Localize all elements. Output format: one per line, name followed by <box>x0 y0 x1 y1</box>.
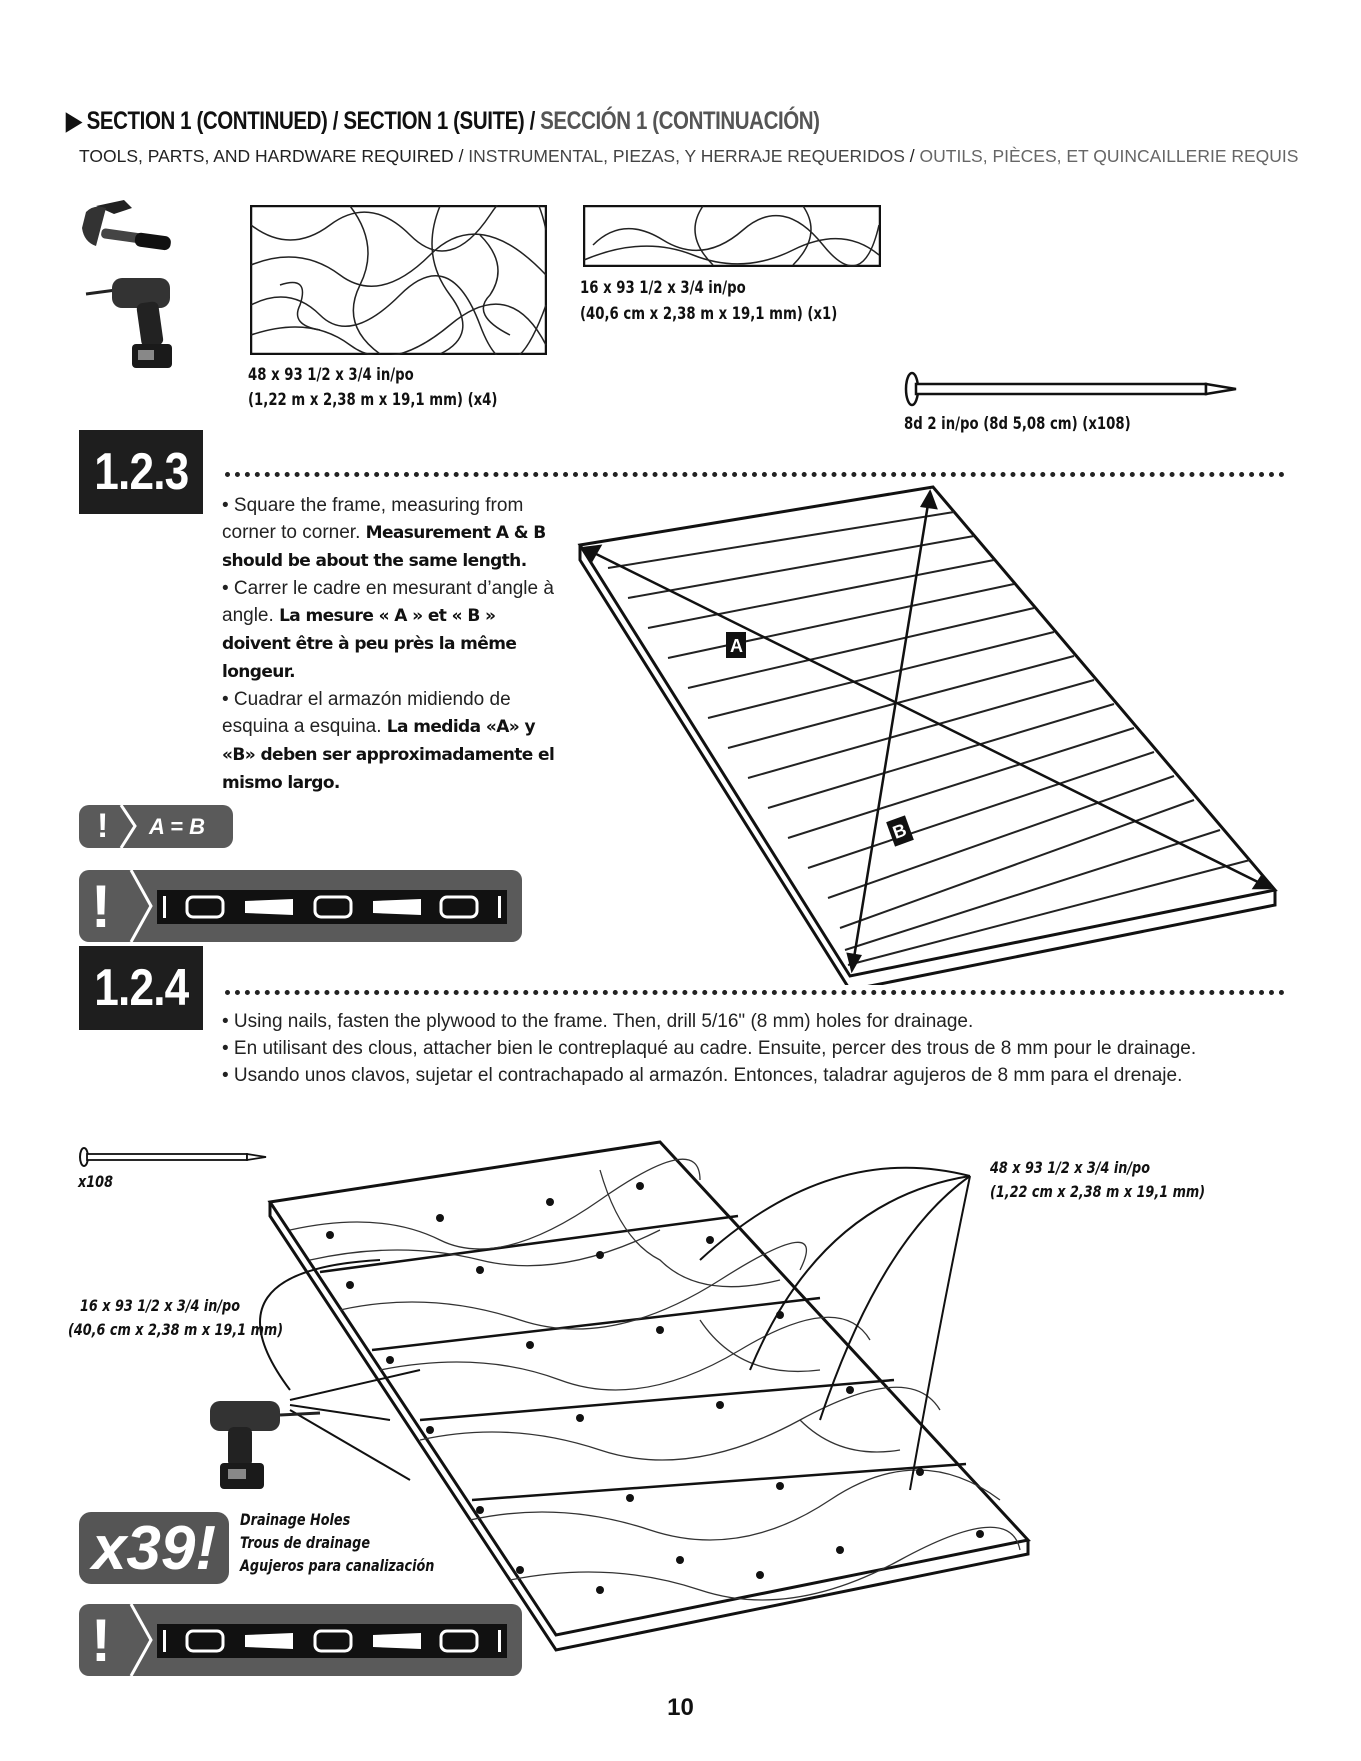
separator: / <box>524 107 540 135</box>
plywood-small-dims: 16 x 93 1/2 x 3/4 in/po <box>580 276 746 301</box>
plywood-large-dims: 48 x 93 1/2 x 3/4 in/po <box>248 363 414 388</box>
drainage-holes-fr: Trous de drainage <box>240 1531 370 1554</box>
plywood-small-illustration <box>583 205 881 267</box>
step-divider <box>225 990 1285 995</box>
warning-a-equals-b: ! A = B <box>79 805 233 848</box>
step-number-123: 1.2.3 <box>79 430 203 514</box>
level-warning-2: ! <box>79 1604 522 1676</box>
section-title-es: SECCIÓN 1 (CONTINUACIÓN) <box>540 107 819 135</box>
tools-fr: OUTILS, PIÈCES, ET QUINCAILLERIE REQUIS <box>920 146 1299 166</box>
warning-mark: ! <box>97 807 108 846</box>
tools-es: INSTRUMENTAL, PIEZAS, Y HERRAJE REQUERID… <box>468 146 905 166</box>
level-tool-icon <box>157 890 507 924</box>
separator: / <box>905 146 920 166</box>
plywood-small-metric: (40,6 cm x 2,38 m x 19,1 mm) (x1) <box>580 302 837 327</box>
step-divider <box>225 472 1285 477</box>
separator: / <box>327 107 343 135</box>
step-124-fr-text: • En utilisant des clous, attacher bien … <box>222 1035 1262 1062</box>
drill-icon <box>210 1395 330 1495</box>
chevron-divider-icon <box>119 805 149 848</box>
warning-mark: ! <box>91 872 111 941</box>
section-title-en: SECTION 1 (CONTINUED) <box>87 107 328 135</box>
separator: / <box>454 146 469 166</box>
step-124-en-text: • Using nails, fasten the plywood to the… <box>222 1008 1262 1035</box>
drainage-holes-count: x39! <box>79 1512 229 1584</box>
frame-square-diagram: A B <box>570 480 1285 985</box>
page-number: 10 <box>0 1694 1361 1722</box>
drill-icon <box>86 278 172 368</box>
tools-en: TOOLS, PARTS, AND HARDWARE REQUIRED <box>79 146 454 166</box>
nail-quantity: x108 <box>78 1170 113 1194</box>
level-warning-1: ! <box>79 870 522 942</box>
warning-mark: ! <box>91 1606 111 1675</box>
tools-required-line: TOOLS, PARTS, AND HARDWARE REQUIRED / IN… <box>79 144 1299 168</box>
step-123-instructions: • Square the frame, measuring from corne… <box>222 492 562 797</box>
level-tool-icon <box>157 1624 507 1658</box>
hammer-icon <box>76 198 188 376</box>
step-124-es-text: • Usando unos clavos, sujetar el contrac… <box>222 1062 1262 1089</box>
drainage-holes-es: Agujeros para canalización <box>240 1554 434 1577</box>
section-arrow-icon: ▶ <box>66 107 87 135</box>
drainage-holes-en: Drainage Holes <box>240 1508 350 1531</box>
section-title-fr: SECTION 1 (SUITE) <box>343 107 524 135</box>
nail-label: 8d 2 in/po (8d 5,08 cm) (x108) <box>904 412 1131 437</box>
section-title: ▶ SECTION 1 (CONTINUED) / SECTION 1 (SUI… <box>66 106 820 136</box>
warning-text: A = B <box>149 814 205 840</box>
nail-icon <box>900 370 1240 410</box>
step-124-instructions: • Using nails, fasten the plywood to the… <box>222 1008 1262 1089</box>
plywood-large-metric: (1,22 m x 2,38 m x 19,1 mm) (x4) <box>248 388 497 413</box>
plywood-large-illustration <box>250 205 547 355</box>
label-a: A <box>730 636 743 656</box>
step-number-124: 1.2.4 <box>79 946 203 1030</box>
